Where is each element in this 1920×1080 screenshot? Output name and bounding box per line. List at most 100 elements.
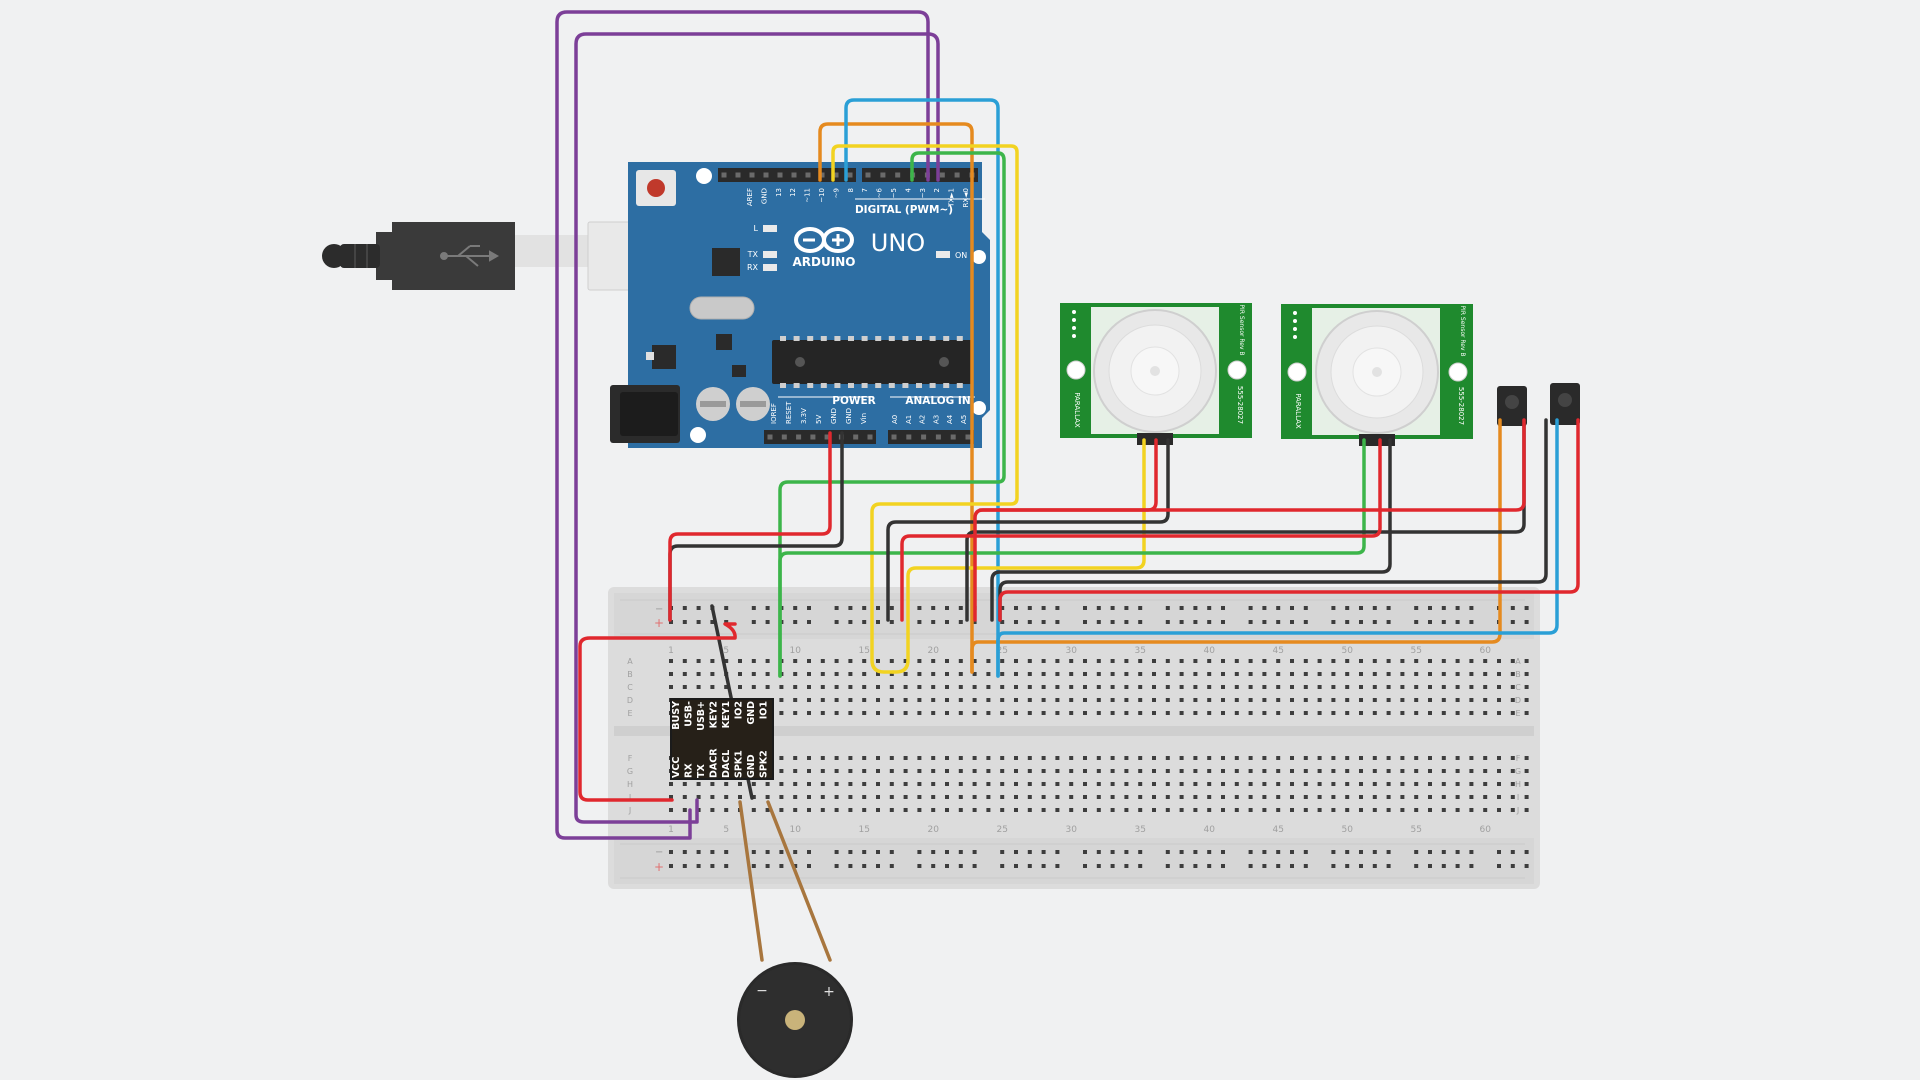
breadboard-hole[interactable] [1055, 769, 1060, 773]
breadboard-hole[interactable] [1041, 756, 1046, 760]
rail-hole[interactable] [1165, 850, 1170, 854]
breadboard-hole[interactable] [848, 698, 853, 702]
rail-hole[interactable] [1014, 864, 1018, 868]
rail-hole[interactable] [669, 864, 673, 868]
rail-hole[interactable] [1179, 850, 1184, 854]
header-pin[interactable] [833, 172, 839, 178]
rail-hole[interactable] [945, 850, 949, 854]
breadboard-hole[interactable] [1497, 698, 1501, 702]
breadboard-hole[interactable] [848, 659, 853, 663]
wire-red-5[interactable] [998, 418, 1580, 622]
rail-hole[interactable] [1000, 864, 1005, 868]
breadboard-hole[interactable] [1193, 756, 1198, 760]
breadboard-hole[interactable] [1193, 711, 1198, 715]
rail-hole[interactable] [917, 620, 922, 624]
breadboard-hole[interactable] [1400, 672, 1405, 676]
breadboard-hole[interactable] [765, 782, 770, 786]
breadboard-hole[interactable] [1483, 711, 1488, 715]
breadboard-hole[interactable] [1000, 782, 1005, 786]
rail-hole[interactable] [917, 864, 922, 868]
breadboard-hole[interactable] [738, 659, 742, 663]
breadboard-hole[interactable] [945, 795, 949, 799]
breadboard-hole[interactable] [1165, 756, 1170, 760]
rail-hole[interactable] [931, 864, 936, 868]
breadboard-hole[interactable] [1317, 711, 1322, 715]
rail-hole[interactable] [1469, 864, 1474, 868]
breadboard-hole[interactable] [1372, 769, 1377, 773]
breadboard-hole[interactable] [1497, 808, 1501, 812]
breadboard-hole[interactable] [1469, 672, 1474, 676]
breadboard-hole[interactable] [958, 711, 963, 715]
rail-hole[interactable] [1027, 864, 1032, 868]
breadboard-hole[interactable] [889, 698, 894, 702]
rail-hole[interactable] [1359, 620, 1363, 624]
rail-hole[interactable] [931, 620, 936, 624]
breadboard-hole[interactable] [903, 782, 908, 786]
breadboard-hole[interactable] [903, 711, 908, 715]
breadboard-hole[interactable] [820, 711, 825, 715]
rail-hole[interactable] [765, 620, 770, 624]
rail-hole[interactable] [1096, 850, 1101, 854]
breadboard-hole[interactable] [945, 756, 949, 760]
breadboard-hole[interactable] [876, 659, 880, 663]
breadboard-hole[interactable] [945, 672, 949, 676]
breadboard-hole[interactable] [1096, 711, 1101, 715]
breadboard-hole[interactable] [1441, 672, 1446, 676]
pir-sensor-1[interactable]: PARALLAX 555-28027 PIR Sensor Rev B [1060, 303, 1252, 445]
breadboard-hole[interactable] [1428, 685, 1432, 689]
breadboard-hole[interactable] [1193, 795, 1198, 799]
rail-hole[interactable] [1331, 864, 1336, 868]
breadboard-hole[interactable] [958, 685, 963, 689]
breadboard-hole[interactable] [793, 808, 798, 812]
breadboard-hole[interactable] [834, 782, 839, 786]
wire-yellow-2[interactable] [891, 438, 1146, 674]
breadboard-hole[interactable] [1014, 808, 1018, 812]
breadboard-hole[interactable] [1455, 808, 1460, 812]
breadboard-hole[interactable] [1179, 685, 1184, 689]
breadboard-hole[interactable] [1000, 685, 1005, 689]
breadboard-hole[interactable] [1510, 685, 1515, 689]
breadboard-hole[interactable] [1083, 769, 1087, 773]
header-pin[interactable] [810, 434, 816, 440]
breadboard-hole[interactable] [1276, 769, 1281, 773]
breadboard-hole[interactable] [793, 685, 798, 689]
breadboard-hole[interactable] [1345, 795, 1350, 799]
rail-hole[interactable] [1165, 864, 1170, 868]
breadboard-hole[interactable] [1152, 672, 1156, 676]
breadboard-hole[interactable] [1248, 685, 1253, 689]
rail-hole[interactable] [1083, 620, 1087, 624]
rail-hole[interactable] [1290, 864, 1294, 868]
breadboard-hole[interactable] [1469, 769, 1474, 773]
breadboard-hole[interactable] [1262, 756, 1267, 760]
breadboard-hole[interactable] [1248, 756, 1253, 760]
breadboard-hole[interactable] [1124, 769, 1129, 773]
breadboard-hole[interactable] [1069, 672, 1074, 676]
breadboard-hole[interactable] [1372, 808, 1377, 812]
breadboard-hole[interactable] [862, 795, 867, 799]
breadboard-hole[interactable] [1138, 756, 1143, 760]
breadboard-hole[interactable] [807, 808, 811, 812]
breadboard-hole[interactable] [1248, 808, 1253, 812]
breadboard-hole[interactable] [1248, 672, 1253, 676]
rail-hole[interactable] [972, 864, 977, 868]
breadboard-hole[interactable] [724, 808, 729, 812]
breadboard-hole[interactable] [862, 672, 867, 676]
breadboard-hole[interactable] [682, 808, 687, 812]
breadboard-hole[interactable] [779, 685, 784, 689]
rail-hole[interactable] [1165, 620, 1170, 624]
header-pin[interactable] [906, 434, 912, 440]
breadboard-hole[interactable] [1441, 782, 1446, 786]
rail-hole[interactable] [1455, 620, 1460, 624]
breadboard-hole[interactable] [1096, 808, 1101, 812]
breadboard-hole[interactable] [1138, 808, 1143, 812]
breadboard-hole[interactable] [738, 795, 742, 799]
breadboard-hole[interactable] [793, 672, 798, 676]
header-pin[interactable] [796, 434, 802, 440]
rail-hole[interactable] [834, 864, 839, 868]
rail-hole[interactable] [1469, 620, 1474, 624]
breadboard-hole[interactable] [1317, 756, 1322, 760]
breadboard-hole[interactable] [1152, 698, 1156, 702]
rail-hole[interactable] [751, 620, 756, 624]
breadboard-hole[interactable] [1138, 795, 1143, 799]
